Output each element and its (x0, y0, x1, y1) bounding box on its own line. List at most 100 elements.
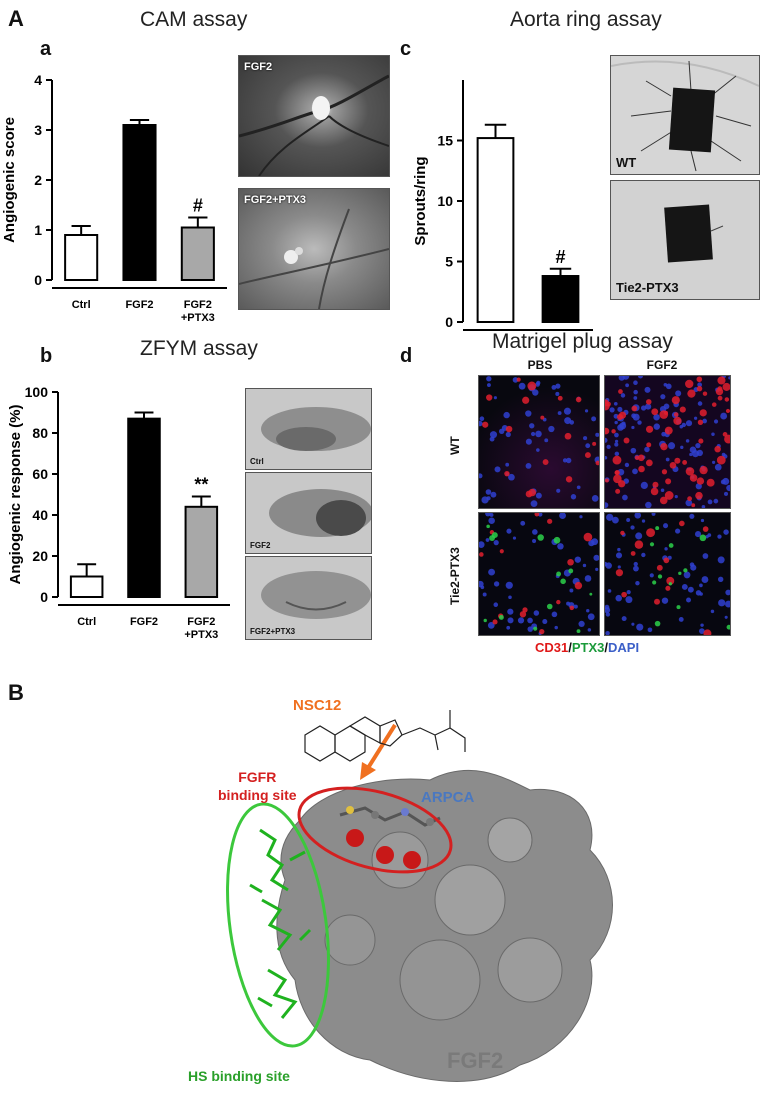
nsc12-arrowhead (360, 762, 376, 780)
category-label: FGF2 (130, 616, 158, 628)
y-tick-label: 0 (40, 589, 48, 605)
fluorescence-spot (671, 396, 680, 405)
fluorescence-spot (529, 423, 535, 429)
bar (69, 575, 104, 598)
fluorescence-spot (557, 543, 564, 550)
fluorescence-spot (621, 591, 627, 598)
fluorescence-spot (726, 484, 730, 492)
fluorescence-spot (644, 386, 651, 393)
legend-sep-2: / (604, 640, 609, 655)
fluorescence-spot (621, 616, 627, 622)
aorta-photo-wt: WT (610, 55, 760, 175)
fluorescence-spot (595, 460, 599, 466)
y-tick-label: 3 (34, 122, 42, 138)
fluorescence-spot (534, 513, 540, 517)
fluorescence-spot (664, 547, 668, 551)
fluorescence-spot (586, 608, 590, 613)
fluorescence-spot (493, 602, 499, 607)
fluorescence-spot (487, 622, 495, 629)
zfym-assay-title: ZFYM assay (140, 337, 258, 360)
fluorescence-spot (567, 558, 574, 566)
fluorescence-spot (701, 576, 709, 583)
y-tick-label: 5 (445, 254, 453, 270)
arpca-label: ARPCA (421, 789, 475, 806)
fluorescence-spot (605, 456, 608, 460)
fluorescence-spot (614, 442, 619, 447)
zfym-photo-label-ctrl: Ctrl (250, 457, 264, 466)
fluorescence-spot (620, 393, 626, 398)
fluorescence-spot (493, 581, 500, 587)
fluorescence-spot (696, 477, 705, 485)
fluorescence-spot (693, 416, 698, 420)
fluorescence-spot (563, 407, 572, 415)
fgf2-protein-surface (276, 769, 613, 1082)
fluorescence-spot (508, 473, 515, 481)
fluorescence-spot (614, 439, 619, 443)
fluorescence-spot (494, 466, 501, 473)
fluorescence-spot (697, 419, 704, 425)
fluorescence-spot (606, 513, 614, 521)
fluorescence-spot (722, 382, 730, 391)
fluorescence-spot (605, 437, 608, 443)
fluorescence-spot (576, 485, 581, 490)
fluorescence-spot (506, 528, 512, 534)
y-tick-label: 0 (34, 272, 42, 288)
fluorescence-spot (653, 413, 660, 421)
fluorescence-spot (574, 581, 583, 590)
fluorescence-spot (584, 575, 592, 582)
fluorescence-spot (485, 538, 490, 542)
fluorescence-spot (556, 599, 561, 605)
y-tick-label: 20 (32, 548, 48, 564)
y-tick-label: 80 (32, 425, 48, 441)
fluorescence-spot (482, 592, 487, 597)
fluorescence-spot (540, 415, 545, 420)
fluorescence-spot (505, 425, 513, 433)
fluorescence-dots (605, 513, 730, 635)
fluorescence-spot (678, 571, 682, 575)
fluorescence-spot (722, 477, 730, 485)
fluorescence-spot (512, 536, 517, 540)
fluorescence-spot (633, 389, 638, 395)
fluorescence-spot (615, 488, 621, 494)
fluorescence-spot (556, 488, 561, 493)
nsc12-structure (304, 710, 466, 762)
fluorescence-spot (488, 517, 495, 524)
fluorescence-spot (493, 396, 497, 400)
fluorescence-spot (647, 627, 653, 633)
fluorescence-spot (645, 459, 653, 467)
nsc12-label: NSC12 (293, 697, 342, 714)
matrigel-row-label-wt: WT (448, 436, 462, 455)
fluorescence-spot (660, 488, 665, 493)
fluorescence-spot (605, 502, 609, 508)
sub-letter-a: a (40, 38, 52, 60)
fluorescence-spot (663, 523, 669, 529)
fluorescence-spot (694, 531, 702, 538)
fluorescence-spot (689, 474, 698, 482)
fluorescence-spot (489, 513, 494, 517)
zfym-photo-fgf2: FGF2 (245, 472, 372, 554)
fluorescence-spot (676, 605, 681, 610)
fluorescence-spot (569, 605, 575, 611)
fluorescence-spot (632, 413, 640, 421)
fluorescence-spot (668, 543, 674, 548)
fluorescence-spot (591, 416, 597, 422)
fluorescence-spot (645, 425, 654, 433)
fluorescence-spot (617, 547, 621, 552)
matrigel-row-label-tie2-ptx3: Tie2-PTX3 (448, 547, 462, 605)
zebrafish-illustration-fgf2-ptx3 (261, 571, 371, 619)
fluorescence-spot (555, 391, 560, 396)
fluorescence-spot (555, 383, 561, 389)
fluorescence-spot (700, 518, 705, 523)
fluorescence-dots (479, 513, 599, 635)
panel-b-letter: B (8, 680, 24, 705)
fluorescence-spot (498, 614, 504, 620)
fluorescence-spot (634, 540, 644, 549)
fluorescence-spot (622, 494, 628, 501)
fluorescence-spot (651, 408, 659, 416)
fluorescence-spot (681, 584, 688, 590)
fluorescence-spot (611, 429, 616, 434)
fluorescence-spot (685, 467, 695, 476)
category-label: FGF2 (184, 299, 212, 311)
fluorescence-spot (717, 534, 722, 539)
fluorescence-spot (682, 460, 688, 465)
